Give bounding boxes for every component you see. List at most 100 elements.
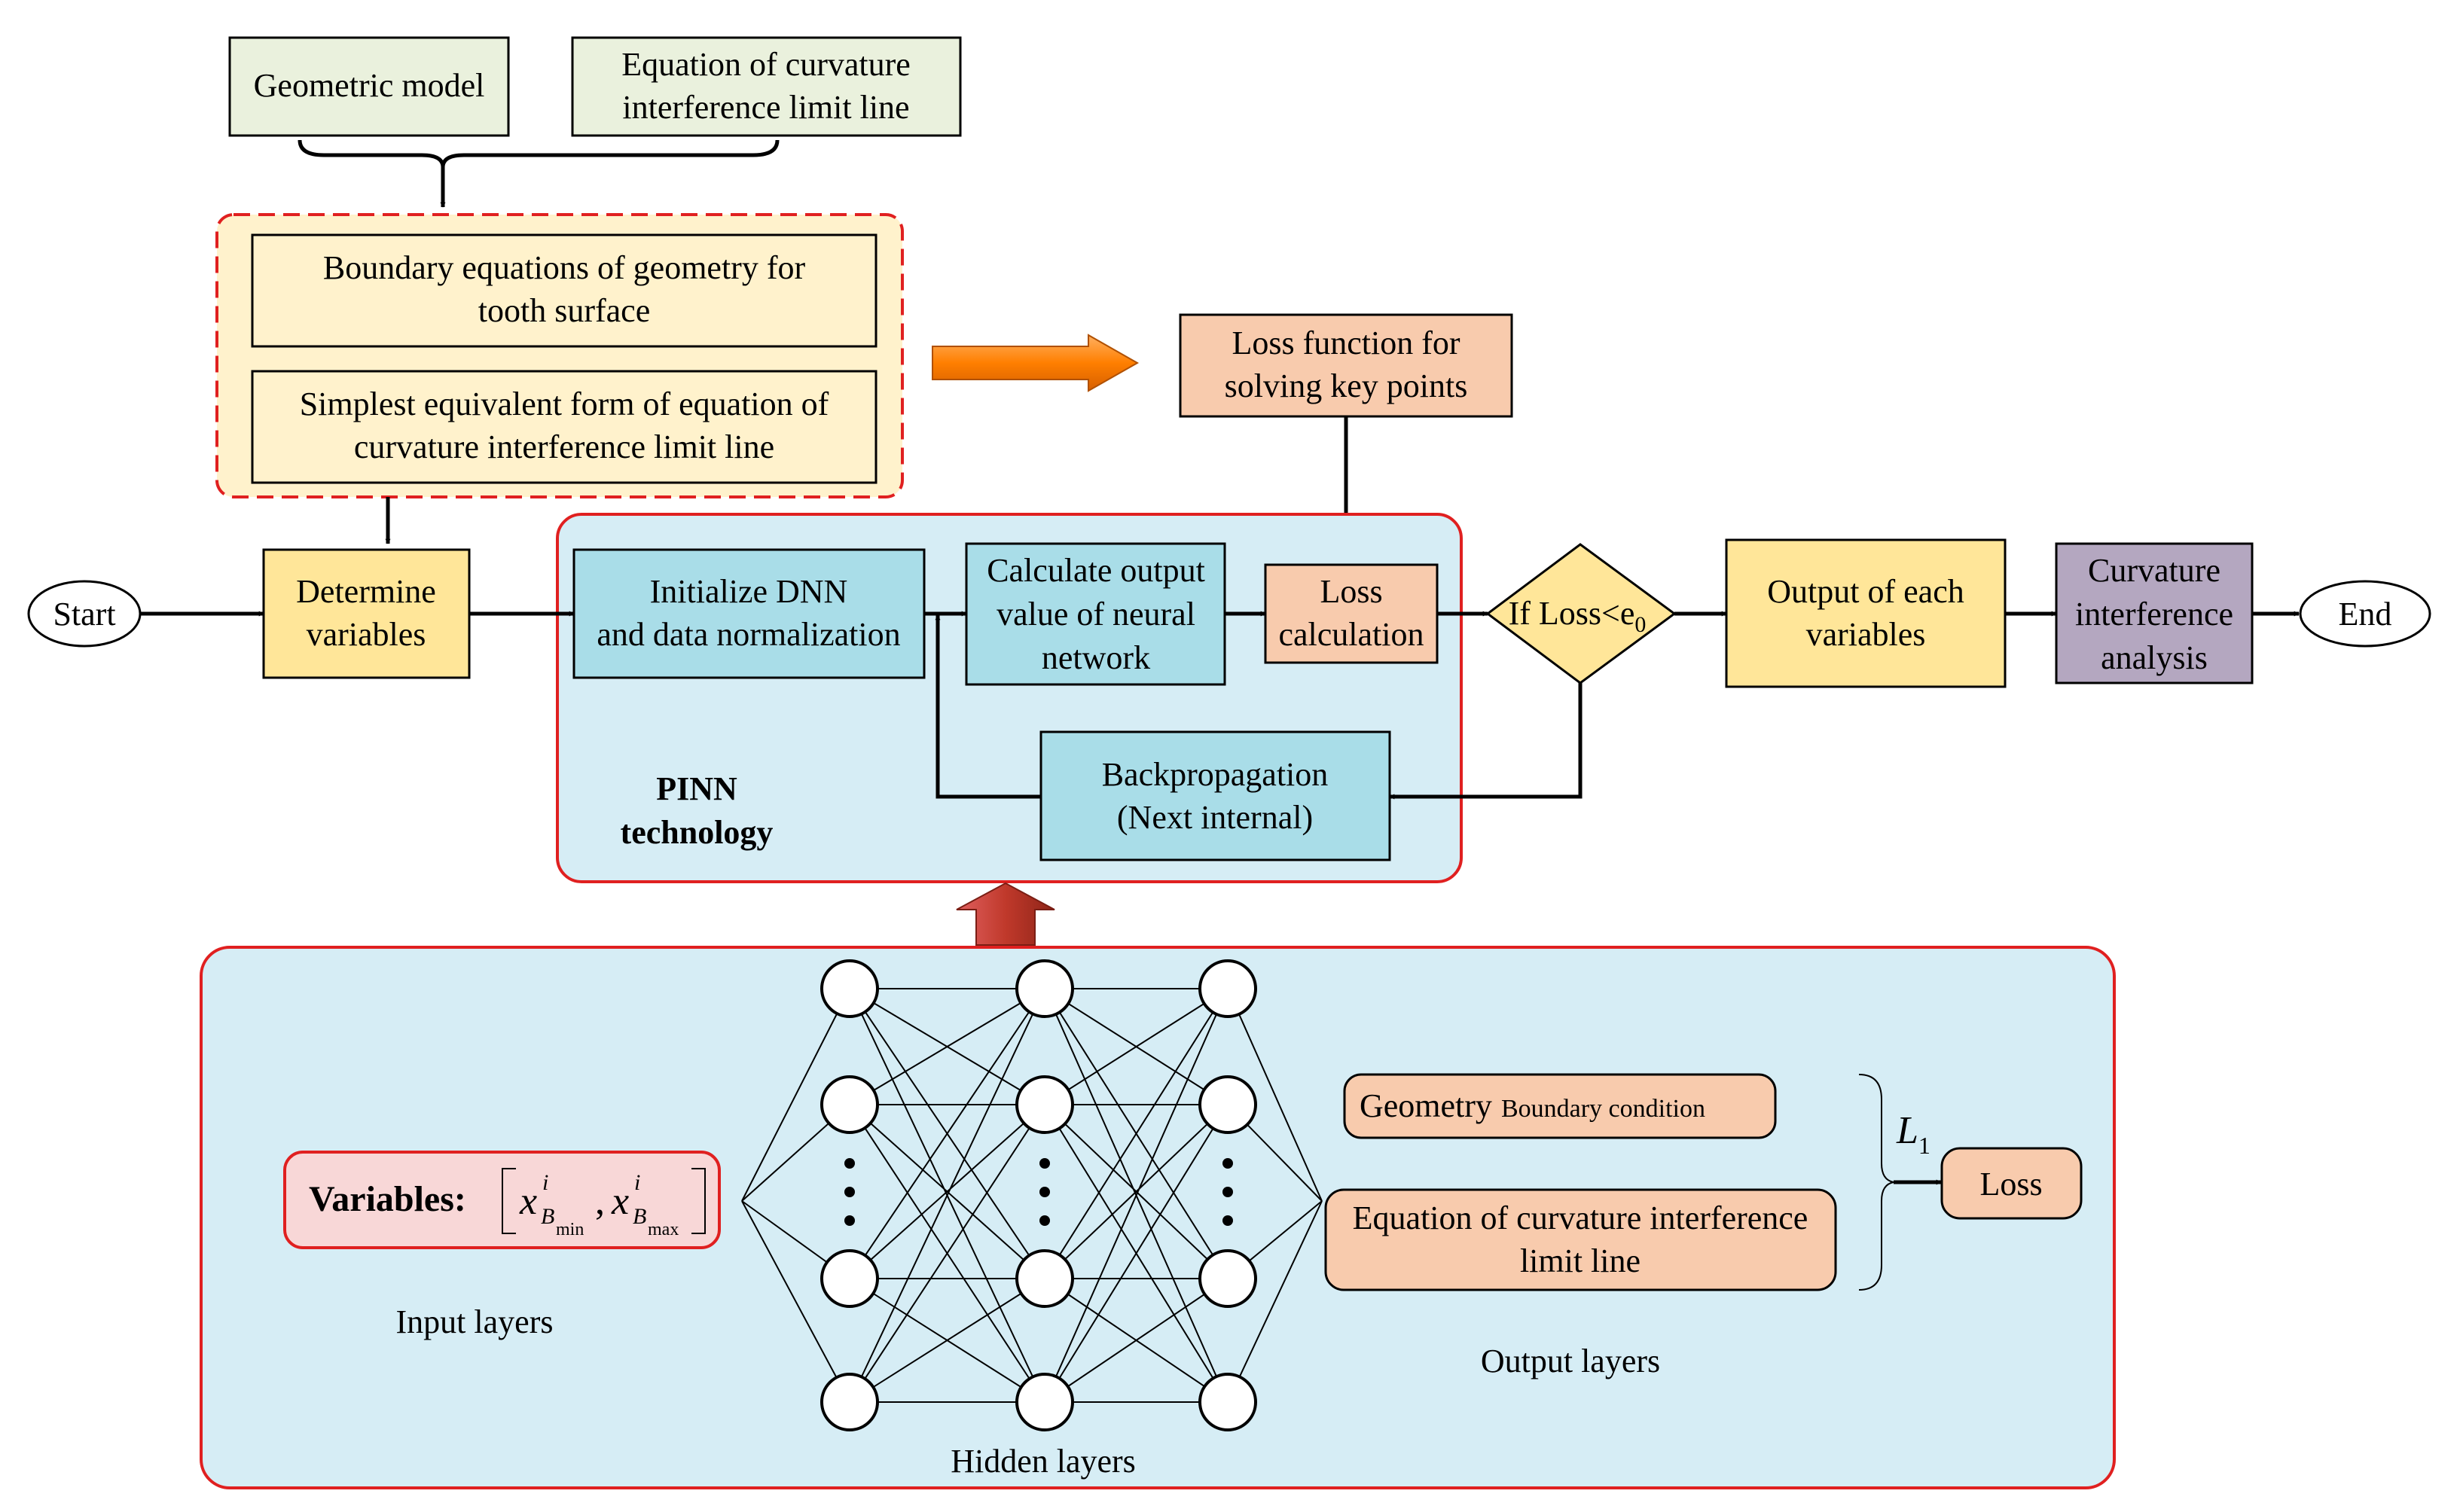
pinn-label-line2: technology (621, 814, 774, 851)
hidden-edge (1044, 1104, 1228, 1403)
svg-text:min: min (556, 1220, 584, 1239)
neuron-node (1198, 959, 1257, 1018)
calculate-line1: Calculate output (987, 552, 1205, 589)
input-brace (298, 139, 780, 168)
determine-line2: variables (307, 616, 426, 653)
neuron-node (1198, 1373, 1257, 1431)
variables-label: Variables: (309, 1179, 466, 1219)
simplest-form-line2: curvature interference limit line (354, 428, 774, 465)
ellipsis-dot (1039, 1215, 1050, 1226)
orange-block-arrow (932, 334, 1140, 392)
pinn-label: PINN technology (621, 770, 774, 851)
initialize-dnn-box: Initialize DNN and data normalization (572, 548, 926, 679)
ellipsis-dot (1222, 1187, 1233, 1197)
output-variables-box: Output of each variables (1725, 538, 2007, 688)
svg-text:x: x (611, 1180, 629, 1223)
l1-symbol: L1 (1896, 1109, 1930, 1159)
hidden-edge (1044, 988, 1228, 1403)
equation-limit-line1: Equation of curvature interference (1353, 1200, 1808, 1236)
hidden-edge (849, 1104, 1045, 1279)
determine-variables-box: Determine variables (262, 548, 471, 679)
ellipsis-dot (844, 1215, 855, 1226)
neuron-node (1015, 959, 1074, 1018)
output-variables-line2: variables (1806, 616, 1926, 653)
end-label: End (2339, 596, 2392, 633)
ellipsis-dot (844, 1158, 855, 1169)
svg-text:i: i (542, 1170, 548, 1195)
backpropagation-line2: (Next internal) (1117, 799, 1313, 836)
geometric-model-label: Geometric model (254, 67, 485, 104)
decision-label: If Loss<e0 (1509, 595, 1647, 637)
pinn-label-line1: PINN (656, 770, 737, 807)
neuron-node (1198, 1075, 1257, 1134)
svg-text:max: max (648, 1220, 679, 1239)
hidden-layers-label: Hidden layers (951, 1443, 1136, 1480)
network-ellipsis (844, 1158, 1233, 1226)
hidden-edge (1044, 988, 1228, 1279)
initialize-line2: and data normalization (597, 616, 900, 653)
loss-pill-label: Loss (1979, 1166, 2042, 1203)
boundary-equations-line1: Boundary equations of geometry for (323, 249, 806, 286)
calculate-output-box: Calculate output value of neural network (965, 542, 1226, 686)
input-edge (741, 988, 850, 1202)
calculate-line2: value of neural (997, 596, 1195, 633)
loss-function-line1: Loss function for (1232, 325, 1460, 361)
backpropagation-box: Backpropagation (Next internal) (1039, 730, 1391, 861)
red-block-arrow (956, 882, 1055, 946)
ellipsis-dot (1039, 1187, 1050, 1197)
hidden-edge (1044, 1278, 1228, 1403)
input-layers-label: Input layers (396, 1303, 554, 1340)
backpropagation-line1: Backpropagation (1102, 756, 1329, 793)
equation-limit-box: Equation of curvature interference limit… (1324, 1188, 1837, 1291)
hidden-edge (849, 1278, 1045, 1403)
neuron-node (1015, 1373, 1074, 1431)
output-edge (1227, 1200, 1323, 1403)
ellipsis-dot (1222, 1215, 1233, 1226)
determine-line1: Determine (296, 573, 436, 610)
decision-diamond: If Loss<e0 (1485, 543, 1677, 684)
geometric-model-box: Geometric model (228, 36, 510, 137)
output-variables-line1: Output of each (1767, 573, 1964, 610)
hidden-edge (849, 988, 1045, 1403)
calculate-line3: network (1042, 639, 1150, 676)
equation-limit-line2: limit line (1520, 1242, 1641, 1279)
curvature-analysis-box: Curvature interference analysis (2055, 542, 2254, 684)
boundary-equations-line2: tooth surface (478, 292, 650, 329)
curvature-equation-box: Equation of curvature interference limit… (571, 36, 962, 137)
network-nodes (820, 959, 1257, 1431)
neuron-node (1015, 1249, 1074, 1308)
simplest-form-box: Simplest equivalent form of equation of … (251, 370, 878, 484)
svg-text:i: i (634, 1170, 640, 1195)
simplest-form-line1: Simplest equivalent form of equation of (300, 386, 829, 422)
decision-no-arrow (1389, 683, 1583, 800)
neuron-node (820, 1249, 879, 1308)
hidden-edge (1044, 988, 1228, 1105)
neuron-node (820, 1075, 879, 1134)
loss-function-line2: solving key points (1225, 367, 1468, 404)
output-edge (1227, 988, 1323, 1202)
svg-text:x: x (519, 1180, 537, 1223)
hidden-edge (849, 988, 1045, 1279)
loss-calculation-line1: Loss (1320, 573, 1382, 610)
svg-text:B: B (541, 1204, 554, 1229)
end-node: End (2299, 580, 2431, 648)
curvature-analysis-line2: interference (2075, 596, 2233, 633)
initialize-line1: Initialize DNN (650, 573, 848, 610)
loss-calculation-box: Loss calculation (1264, 563, 1439, 664)
variables-box: Variables: x i B min , x i B max (283, 1151, 721, 1249)
start-label: Start (53, 596, 115, 633)
ellipsis-dot (1039, 1158, 1050, 1169)
boundary-equations-box: Boundary equations of geometry for tooth… (251, 233, 878, 348)
curvature-equation-line1: Equation of curvature (621, 46, 911, 83)
svg-text:,: , (595, 1180, 605, 1223)
backprop-loop-arrow (935, 614, 1041, 799)
ellipsis-dot (1222, 1158, 1233, 1169)
curvature-equation-line2: interference limit line (622, 89, 909, 126)
network-connections (741, 988, 1323, 1403)
hidden-edge (849, 988, 1045, 1105)
neuron-node (1015, 1075, 1074, 1134)
curvature-analysis-line3: analysis (2101, 639, 2208, 676)
loss-pill: Loss (1940, 1147, 2083, 1220)
